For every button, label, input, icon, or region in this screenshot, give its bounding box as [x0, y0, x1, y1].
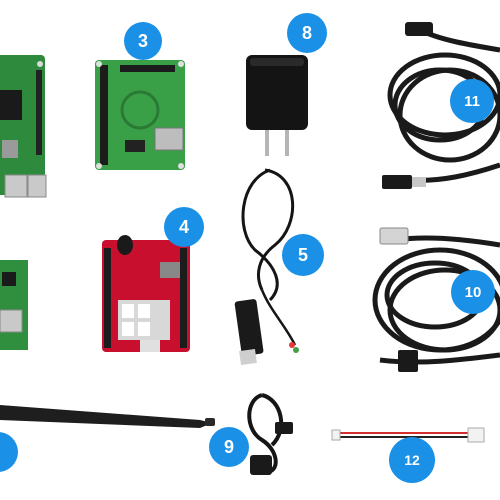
badge-5: 5: [282, 234, 324, 276]
usb-a-connector: [382, 175, 412, 189]
badge-12-label: 12: [404, 452, 420, 468]
badge-11: 11: [450, 79, 494, 123]
micro-usb-short-cable: [247, 393, 293, 475]
badge-partial-left: [0, 432, 18, 472]
jst-wire: [331, 427, 485, 443]
badge-5-label: 5: [297, 244, 308, 265]
rj45-connector: [379, 227, 409, 245]
badge-4: 4: [164, 207, 204, 247]
ethernet-cable-coil: [372, 235, 500, 365]
usb-connector-bottom: [398, 350, 418, 372]
usb-ttl-cable: [234, 168, 299, 366]
badge-4-label: 4: [178, 216, 189, 237]
red-board: [102, 235, 190, 352]
badge-9: 9: [209, 427, 249, 467]
badge-10: 10: [451, 270, 495, 314]
wifi-antenna: [0, 405, 215, 428]
badge-10-label: 10: [464, 283, 482, 301]
badge-3: 3: [124, 22, 162, 60]
green-hat-board: [95, 60, 185, 170]
badge-8-label: 8: [301, 22, 312, 43]
micro-usb-connector: [405, 22, 433, 36]
badge-3-label: 3: [137, 30, 148, 51]
badge-9-label: 9: [223, 436, 234, 457]
raspberry-pi-board: [0, 55, 47, 198]
badge-12: 12: [389, 437, 435, 483]
badge-8: 8: [287, 13, 327, 53]
power-adapter: [246, 55, 308, 156]
sensor-board: [0, 260, 28, 350]
badge-11-label: 11: [464, 92, 480, 110]
